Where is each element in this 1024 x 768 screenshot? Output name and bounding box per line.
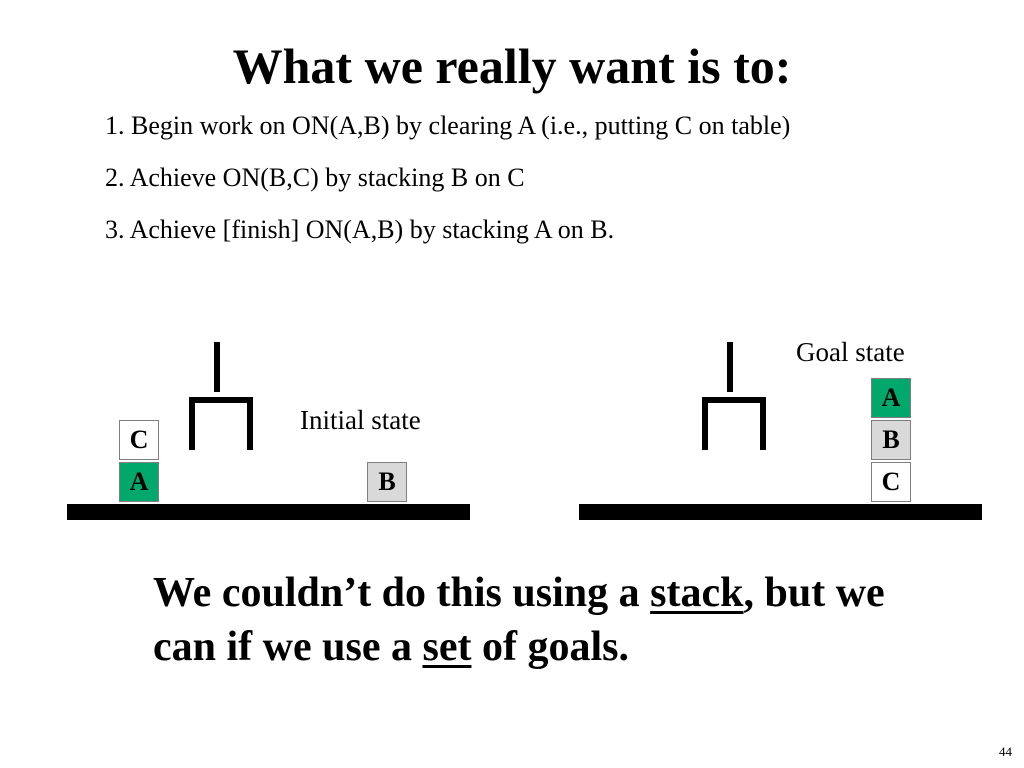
step-1: 1. Begin work on ON(A,B) by clearing A (… bbox=[105, 111, 791, 140]
initial-block-b: B bbox=[367, 462, 407, 502]
steps-list: 1. Begin work on ON(A,B) by clearing A (… bbox=[105, 110, 905, 246]
conclusion-part-1: We couldn’t do this using a bbox=[153, 570, 651, 616]
conclusion-part-3: of goals. bbox=[471, 624, 629, 670]
gripper-icon bbox=[702, 342, 766, 450]
goal-block-c: C bbox=[871, 462, 911, 502]
stack-word: stack bbox=[650, 570, 744, 616]
conclusion-part-2: , but we can if we use a bbox=[153, 570, 885, 670]
goal-state-label: Goal state bbox=[796, 337, 905, 367]
slide-title: What we really want is to: bbox=[232, 38, 792, 94]
gripper-icon bbox=[189, 342, 253, 450]
page-number: 44 bbox=[999, 744, 1012, 759]
conclusion-text: We couldn’t do this using a stack, but w… bbox=[153, 566, 933, 674]
initial-block-c: C bbox=[119, 420, 159, 460]
set-word: set bbox=[422, 624, 472, 670]
initial-table bbox=[67, 504, 470, 520]
step-2: 2. Achieve ON(B,C) by stacking B on C bbox=[105, 163, 525, 192]
initial-block-a: A bbox=[119, 462, 159, 502]
goal-table bbox=[579, 504, 982, 520]
goal-block-a: A bbox=[871, 378, 911, 418]
step-3: 3. Achieve [finish] ON(A,B) by stacking … bbox=[105, 215, 615, 244]
initial-state-label: Initial state bbox=[300, 405, 421, 435]
goal-block-b: B bbox=[871, 420, 911, 460]
